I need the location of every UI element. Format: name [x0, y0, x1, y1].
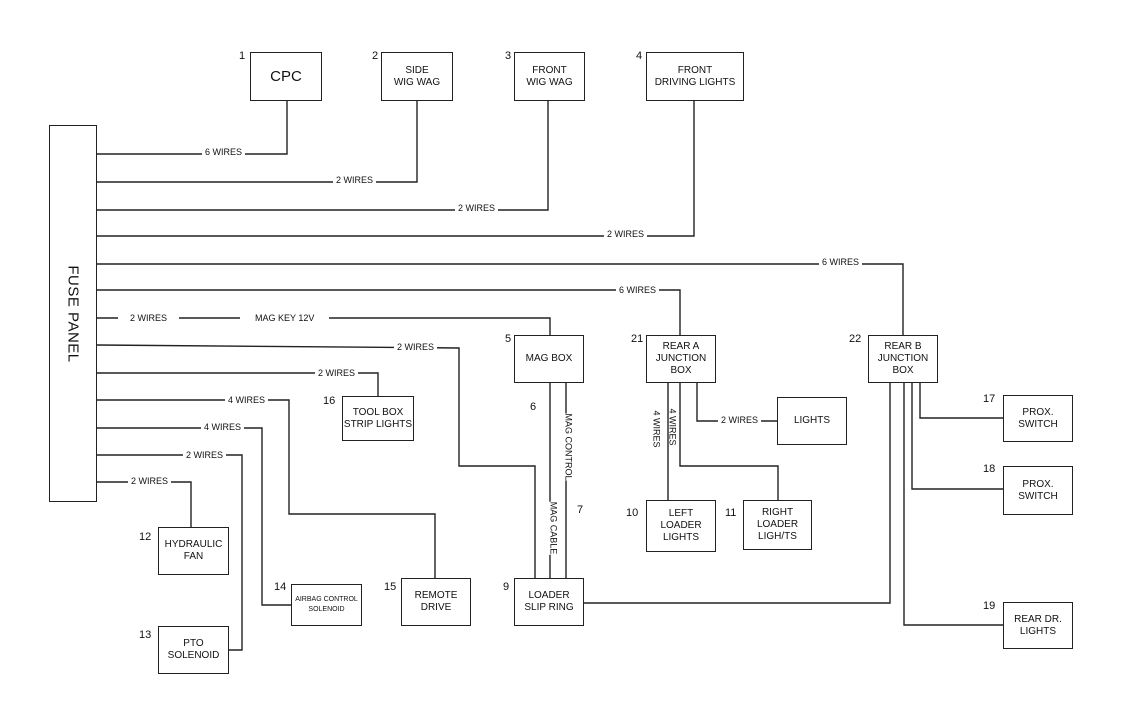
front-driving-lights-box: FRONT DRIVING LIGHTS: [646, 52, 744, 101]
hydraulic-fan-number: 12: [139, 531, 152, 543]
loader-slip-ring-number: 9: [503, 581, 510, 593]
wire-label-side-wig-wag: 2 WIRES: [333, 175, 377, 185]
airbag-control-solenoid-number: 14: [274, 581, 287, 593]
front-wig-wag-box: FRONT WIG WAG: [514, 52, 585, 101]
wire-label-tool-box: 2 WIRES: [315, 368, 359, 378]
wire-label-front-wig-wag: 2 WIRES: [455, 203, 499, 213]
wire-label-right-loader: 4 WIRES: [667, 408, 678, 446]
wire-label-mag-key: MAG KEY 12V: [240, 313, 330, 323]
fuse-panel-label: FUSE PANEL: [64, 264, 82, 363]
prox-switch-17-box: PROX. SWITCH: [1003, 395, 1073, 442]
front-driving-lights-number: 4: [636, 50, 643, 62]
side-wig-wag-box: SIDE WIG WAG: [381, 52, 453, 101]
wire-label-rear-a: 6 WIRES: [616, 285, 660, 295]
rear-dr-lights-number: 19: [983, 600, 996, 612]
wire-label-slip-ring: 2 WIRES: [394, 342, 438, 352]
wire-label-lights: 2 WIRES: [718, 415, 762, 425]
left-loader-lights-number: 10: [626, 507, 639, 519]
front-wig-wag-number: 3: [505, 50, 512, 62]
wire-label-hydraulic: 2 WIRES: [128, 476, 172, 486]
tool-box-strip-lights-number: 16: [323, 395, 336, 407]
right-loader-lights-box: RIGHT LOADER LIGH/TS: [743, 500, 812, 550]
rear-b-junction-box: REAR B JUNCTION BOX: [868, 335, 938, 383]
prox-switch-18-number: 18: [983, 463, 996, 475]
loader-slip-ring-box: LOADER SLIP RING: [514, 578, 584, 626]
wire-label-mag-key-wires: 2 WIRES: [118, 313, 180, 323]
rear-dr-lights-box: REAR DR. LIGHTS: [1003, 602, 1073, 649]
mag-box: MAG BOX: [514, 335, 584, 383]
wire-label-pto: 2 WIRES: [183, 450, 227, 460]
mag-cable-label: MAG CABLE: [546, 501, 561, 555]
prox-switch-17-number: 17: [983, 393, 996, 405]
rear-a-junction-box-number: 21: [631, 333, 644, 345]
hydraulic-fan-box: HYDRAULIC FAN: [158, 527, 229, 575]
mag-box-number: 5: [505, 333, 512, 345]
rear-a-junction-box: REAR A JUNCTION BOX: [646, 335, 716, 383]
wire-label-airbag: 4 WIRES: [201, 422, 245, 432]
cpc-box: CPC: [250, 52, 322, 101]
mag-control-label: MAG CONTROL: [561, 413, 576, 481]
pto-solenoid-number: 13: [139, 629, 152, 641]
remote-drive-box: REMOTE DRIVE: [401, 578, 471, 626]
wire-label-rear-b: 6 WIRES: [819, 257, 863, 267]
remote-drive-number: 15: [384, 581, 397, 593]
right-loader-lights-number: 11: [725, 507, 737, 519]
fuse-panel: FUSE PANEL: [49, 125, 97, 502]
side-wig-wag-number: 2: [372, 50, 379, 62]
cpc-number: 1: [239, 50, 246, 62]
tool-box-strip-lights-box: TOOL BOX STRIP LIGHTS: [342, 396, 414, 441]
rear-b-junction-box-number: 22: [849, 333, 862, 345]
pto-solenoid-box: PTO SOLENOID: [158, 626, 229, 674]
wire-label-remote-drive: 4 WIRES: [225, 395, 269, 405]
mag-control-number: 6: [530, 401, 537, 413]
wire-label-cpc: 6 WIRES: [202, 147, 246, 157]
lights-box: LIGHTS: [777, 397, 847, 445]
wire-label-front-driving-lights: 2 WIRES: [604, 229, 648, 239]
mag-cable-number: 7: [577, 504, 584, 516]
wire-label-left-loader: 4 WIRES: [651, 410, 662, 448]
prox-switch-18-box: PROX. SWITCH: [1003, 466, 1073, 515]
left-loader-lights-box: LEFT LOADER LIGHTS: [646, 500, 716, 552]
airbag-control-solenoid-box: AIRBAG CONTROL SOLENOID: [291, 584, 362, 626]
